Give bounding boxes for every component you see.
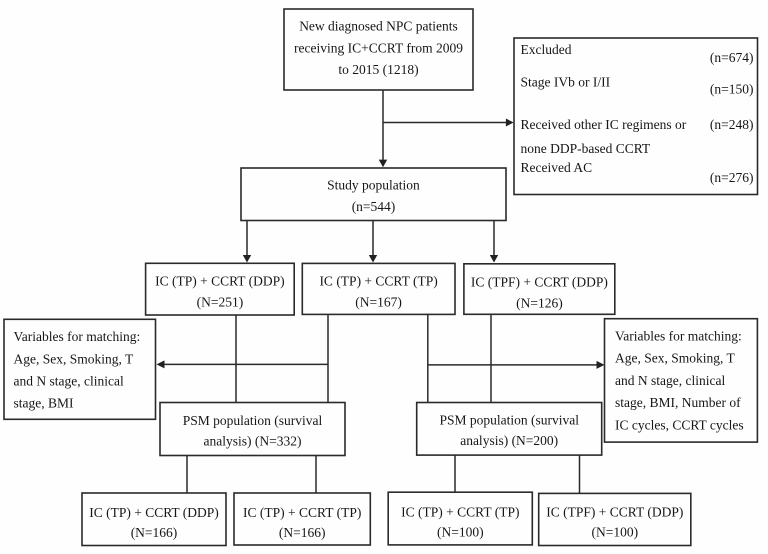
- svg-text:(n=276): (n=276): [710, 170, 754, 185]
- svg-text:(N=126): (N=126): [516, 296, 563, 311]
- svg-text:IC (TP) + CCRT (DDP): IC (TP) + CCRT (DDP): [89, 505, 219, 520]
- svg-text:Age, Sex, Smoking, T: Age, Sex, Smoking, T: [14, 352, 135, 367]
- svg-text:New diagnosed NPC patients: New diagnosed NPC patients: [299, 19, 458, 34]
- svg-text:Variables for matching:: Variables for matching:: [14, 329, 141, 344]
- svg-text:analysis) (N=200): analysis) (N=200): [460, 433, 558, 448]
- svg-text:receiving IC+CCRT from 2009: receiving IC+CCRT from 2009: [294, 40, 463, 55]
- svg-text:and N stage, clinical: and N stage, clinical: [615, 373, 725, 388]
- svg-text:(n=150): (n=150): [710, 82, 754, 97]
- svg-text:IC (TPF) + CCRT (DDP): IC (TPF) + CCRT (DDP): [546, 505, 683, 520]
- svg-text:Stage IVb or I/II: Stage IVb or I/II: [521, 75, 611, 90]
- svg-text:(N=100): (N=100): [437, 525, 484, 540]
- svg-text:PSM population (survival: PSM population (survival: [183, 413, 323, 428]
- svg-text:(N=251): (N=251): [197, 295, 244, 310]
- svg-text:(N=166): (N=166): [131, 525, 178, 540]
- svg-text:Received AC: Received AC: [521, 160, 593, 175]
- svg-text:(n=248): (n=248): [710, 117, 754, 132]
- svg-text:PSM population (survival: PSM population (survival: [439, 413, 579, 428]
- svg-text:and N stage, clinical: and N stage, clinical: [14, 374, 124, 389]
- svg-text:(N=167): (N=167): [355, 295, 402, 310]
- svg-text:Excluded: Excluded: [521, 42, 572, 57]
- svg-text:analysis) (N=332): analysis) (N=332): [204, 433, 302, 448]
- svg-text:Study population: Study population: [327, 178, 420, 193]
- svg-text:IC (TP) + CCRT (TP): IC (TP) + CCRT (TP): [319, 274, 437, 289]
- svg-text:(N=166): (N=166): [279, 525, 326, 540]
- svg-text:stage, BMI: stage, BMI: [14, 396, 74, 411]
- svg-text:IC (TP) + CCRT (TP): IC (TP) + CCRT (TP): [401, 505, 519, 520]
- svg-text:to 2015 (1218): to 2015 (1218): [338, 62, 418, 77]
- svg-text:IC (TP) + CCRT (DDP): IC (TP) + CCRT (DDP): [155, 274, 285, 289]
- svg-text:IC (TP) + CCRT (TP): IC (TP) + CCRT (TP): [243, 505, 361, 520]
- svg-text:(N=100): (N=100): [591, 525, 638, 540]
- svg-text:(n=674): (n=674): [710, 50, 754, 65]
- svg-text:Age, Sex, Smoking, T: Age, Sex, Smoking, T: [615, 351, 736, 366]
- svg-text:none DDP-based CCRT: none DDP-based CCRT: [521, 141, 651, 156]
- svg-text:IC cycles, CCRT cycles: IC cycles, CCRT cycles: [615, 417, 744, 432]
- svg-text:Received other IC regimens or: Received other IC regimens or: [521, 117, 687, 132]
- svg-text:(n=544): (n=544): [352, 199, 396, 214]
- svg-text:IC (TPF) + CCRT (DDP): IC (TPF) + CCRT (DDP): [471, 275, 608, 290]
- svg-text:Variables for matching:: Variables for matching:: [615, 329, 742, 344]
- svg-text:stage, BMI, Number of: stage, BMI, Number of: [615, 395, 741, 410]
